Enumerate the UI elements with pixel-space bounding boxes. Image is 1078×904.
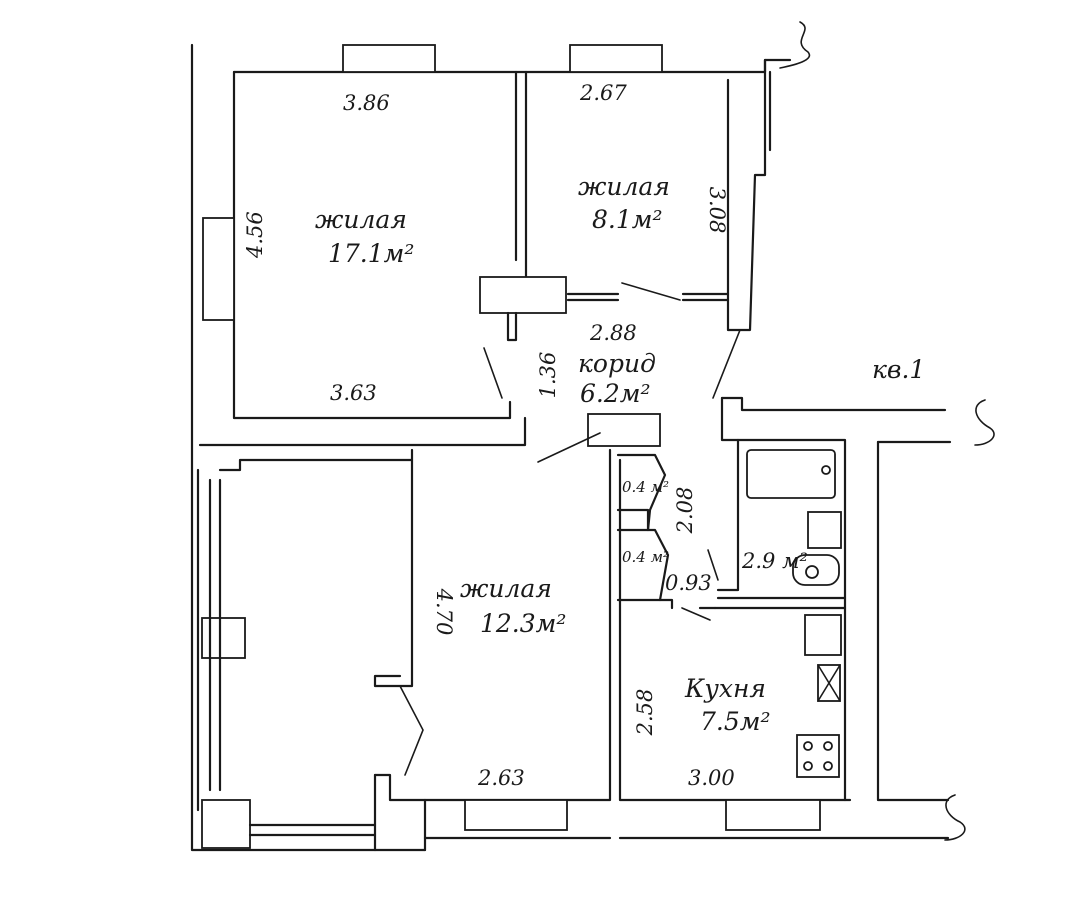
dim-kitchen-left: 2.58 (633, 689, 657, 737)
living1-name: жилая (315, 205, 407, 234)
window-left-upper (202, 217, 235, 321)
dim-corridor-top: 2.88 (589, 321, 637, 345)
pier-lower (587, 413, 661, 447)
labels: кв.1 3.86 4.56 3.63 жилая 17.1м² 2.67 3.… (243, 81, 925, 790)
bath-area: 2.9 м² (741, 549, 808, 573)
bathtub-drain (821, 465, 831, 475)
kitchen-name: Кухня (684, 674, 766, 703)
dim-corridor-left: 1.36 (536, 352, 560, 399)
living3-area: 12.3м² (480, 609, 566, 638)
dim-living3-left: 4.70 (432, 588, 456, 636)
dim-closet-door: 0.93 (665, 571, 712, 595)
window-bottom-left (464, 799, 568, 831)
stove (796, 734, 840, 778)
bath-cabinet (807, 511, 842, 549)
dim-kitchen-bottom: 3.00 (688, 766, 735, 790)
fixtures (746, 449, 842, 778)
closet2-area: 0.4 м² (622, 548, 669, 566)
bathtub (746, 449, 836, 499)
corridor-area: 6.2м² (580, 379, 651, 408)
walls (190, 43, 952, 852)
window-top-right (569, 44, 663, 73)
window-bottom-right (725, 799, 821, 831)
dim-living2-top: 2.67 (579, 81, 627, 105)
living2-name: жилая (578, 172, 670, 201)
living1-area: 17.1м² (328, 239, 414, 268)
dim-living3-bottom: 2.63 (477, 766, 525, 790)
dim-living1-top: 3.86 (343, 91, 390, 115)
break-marks (779, 21, 995, 841)
apartment-label: кв.1 (872, 355, 925, 384)
kitchen-area: 7.5м² (700, 707, 771, 736)
doors (399, 282, 741, 776)
dim-living1-bottom: 3.63 (330, 381, 377, 405)
dim-living2-right: 3.08 (705, 187, 729, 234)
living2-area: 8.1м² (592, 205, 663, 234)
corridor-name: корид (578, 349, 656, 378)
loggia-corner (201, 799, 251, 849)
window-top-left (342, 44, 436, 73)
dim-closet-height: 2.08 (673, 487, 697, 535)
kitchen-cabinet (804, 614, 842, 656)
closet1-area: 0.4 м² (622, 478, 669, 496)
dim-living1-left: 4.56 (243, 211, 267, 259)
living3-name: жилая (460, 574, 552, 603)
pier-upper (479, 276, 567, 314)
washbasin-drain (805, 565, 819, 579)
loggia-pier (201, 617, 246, 659)
